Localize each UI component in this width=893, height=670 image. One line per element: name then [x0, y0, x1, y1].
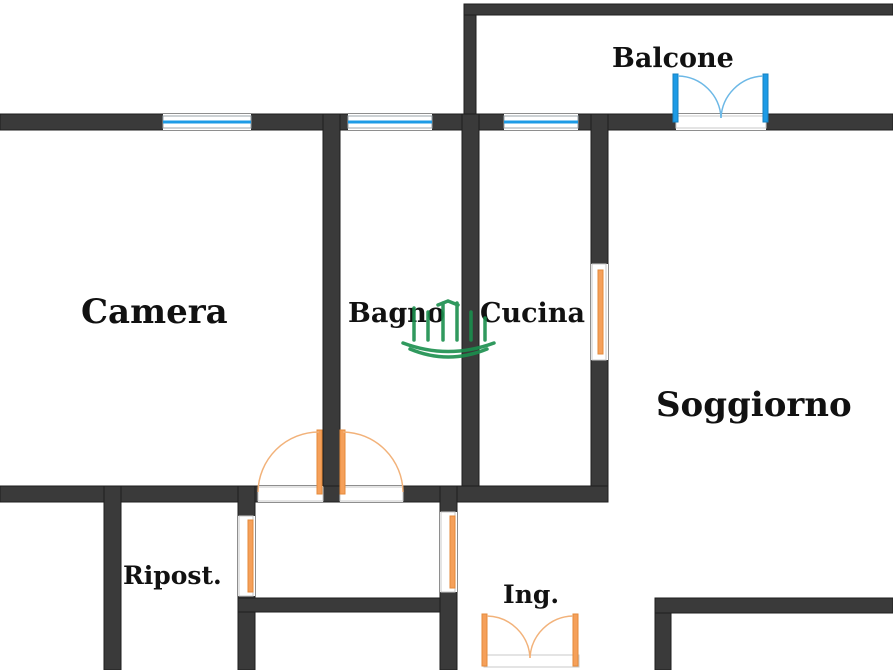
door-leaf-bagno	[339, 429, 346, 495]
door-leaf-ing-left	[481, 613, 488, 667]
door-leaf-cucina	[597, 269, 604, 355]
door-camera	[257, 429, 324, 502]
wall-balcony-left	[463, 3, 477, 131]
door-leaf-corridor	[449, 515, 456, 589]
room-label-ingresso: Ing.	[503, 580, 559, 609]
room-label-ripostiglio: Ripost.	[123, 561, 222, 590]
windows	[162, 114, 579, 130]
wall-corridor-bottom	[237, 597, 457, 613]
agency-logo-watermark-icon	[401, 299, 496, 359]
wall-camera-bagno	[322, 113, 341, 503]
door-leaf-balcone-left	[672, 73, 679, 123]
door-cucina-soggiorno	[591, 263, 608, 361]
door-leaf-ripost	[247, 519, 254, 593]
door-ingresso	[481, 613, 580, 668]
door-corridor-soggiorno	[440, 511, 457, 593]
wall-ripost-left	[103, 485, 122, 670]
door-bagno	[339, 429, 404, 502]
room-label-balcone: Balcone	[612, 43, 734, 74]
door-leaf-ing-right	[572, 613, 579, 667]
room-label-soggiorno: Soggiorno	[656, 385, 852, 425]
door-balcone	[672, 73, 769, 130]
wall-step-top	[654, 597, 893, 614]
wall-bagno-cucina	[461, 113, 480, 503]
door-leaf-camera	[316, 429, 323, 495]
wall-balcony-top	[463, 3, 893, 16]
door-ripostiglio	[238, 515, 255, 597]
room-label-camera: Camera	[81, 292, 228, 332]
room-label-cucina: Cucina	[480, 298, 585, 329]
room-label-bagno: Bagno	[348, 298, 445, 329]
door-leaf-balcone-right	[762, 73, 769, 123]
